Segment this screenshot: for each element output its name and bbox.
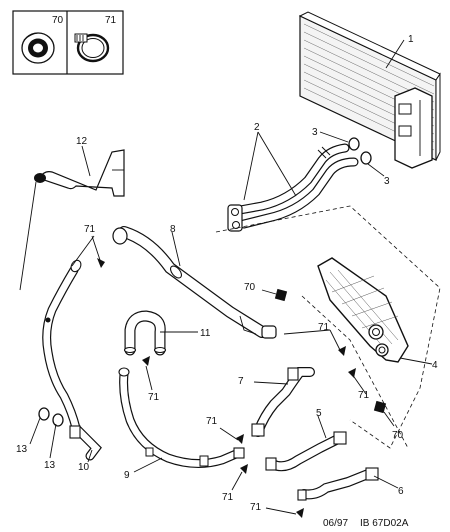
callout-71: 71 <box>84 224 96 235</box>
callout-71: 71 <box>358 390 370 401</box>
o-ring-13-left <box>38 407 50 421</box>
callout-13: 13 <box>44 460 56 471</box>
callout-71: 71 <box>206 416 218 427</box>
legend-number-70: 70 <box>52 15 64 26</box>
callout-13: 13 <box>16 444 28 455</box>
hose-7 <box>251 367 315 437</box>
clamp-marker <box>236 434 244 444</box>
phantom-line <box>301 295 409 449</box>
callout-9: 9 <box>124 470 130 481</box>
callout-7: 7 <box>238 376 244 387</box>
reference-date: 06/97 <box>323 518 348 529</box>
clamp-marker <box>142 356 150 366</box>
grommet-icon <box>21 32 55 64</box>
clamp-marker <box>348 368 356 378</box>
callout-71: 71 <box>250 502 262 513</box>
hose-8 <box>112 226 277 339</box>
clamp-marker <box>296 508 304 518</box>
return-pipe-10 <box>42 259 102 461</box>
o-ring-lower <box>360 151 372 165</box>
hose-9 <box>118 367 245 468</box>
hose-clamp-icon <box>74 33 110 63</box>
grommet-upper <box>274 288 288 302</box>
clamp-marker <box>240 464 248 474</box>
callout-70: 70 <box>392 430 404 441</box>
pipe-bracket <box>19 149 125 291</box>
water-valve-plate <box>317 257 409 363</box>
legend-box: 70 71 <box>12 10 124 75</box>
reference-code: IB 67D02A <box>360 518 409 529</box>
callout-5: 5 <box>316 408 322 419</box>
matrix-pipes <box>227 143 359 232</box>
clamp-marker <box>338 346 346 356</box>
legend-number-71: 71 <box>105 15 117 26</box>
hose-6 <box>297 467 379 501</box>
o-ring-13-right <box>52 413 64 427</box>
callout-70: 70 <box>244 282 256 293</box>
callout-71: 71 <box>222 492 234 503</box>
elbow-hose-11 <box>123 310 167 356</box>
grommet-lower <box>373 400 387 414</box>
heater-matrix <box>298 11 441 169</box>
callout-12: 12 <box>76 136 88 147</box>
callout-3: 3 <box>312 127 318 138</box>
callout-8: 8 <box>170 224 176 235</box>
clamp-marker <box>97 258 105 268</box>
phantom-outline <box>215 205 441 449</box>
callout-10: 10 <box>78 462 90 473</box>
callout-11: 11 <box>200 328 211 339</box>
callout-1: 1 <box>408 34 414 45</box>
hose-5 <box>265 431 347 472</box>
leader-lines <box>29 39 433 515</box>
callout-2: 2 <box>254 122 260 133</box>
callout-4: 4 <box>432 360 438 371</box>
callout-3: 3 <box>384 176 390 187</box>
o-ring-upper <box>348 137 360 151</box>
callout-6: 6 <box>398 486 404 497</box>
callout-71: 71 <box>148 392 160 403</box>
callout-71: 71 <box>318 322 330 333</box>
